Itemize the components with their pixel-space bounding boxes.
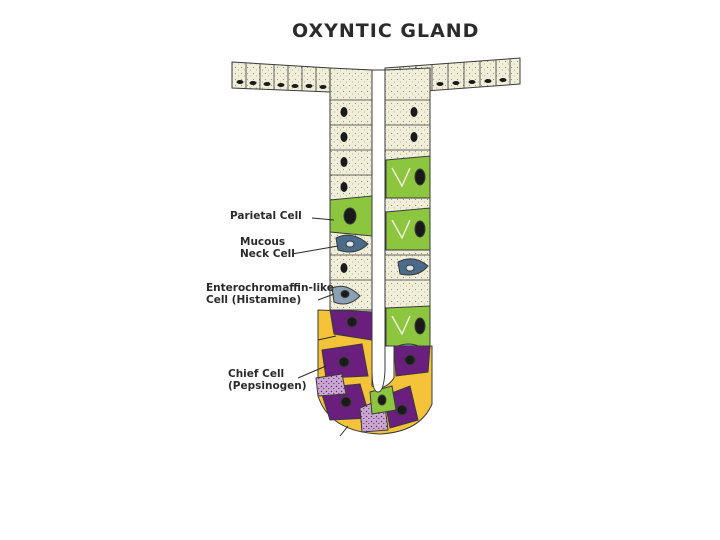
label-parietal-cell: Parietal Cell — [230, 210, 302, 222]
surface-epithelium-left — [231, 61, 331, 93]
gland-base — [315, 309, 433, 435]
label-mucous-neck-cell: Mucous Neck Cell — [240, 236, 295, 260]
gland-wall-left — [329, 67, 373, 311]
gland-lumen — [371, 69, 386, 393]
mucous-neck-cells — [335, 234, 429, 276]
label-enterochromaffin-like-cell: Enterochromaffin-like Cell (Histamine) — [206, 282, 334, 306]
label-chief-cell: Chief Cell (Pepsinogen) — [228, 368, 307, 392]
parietal-cells — [329, 155, 431, 347]
figure-title: OXYNTIC GLAND — [292, 20, 480, 42]
label-leader-lines — [291, 217, 349, 437]
